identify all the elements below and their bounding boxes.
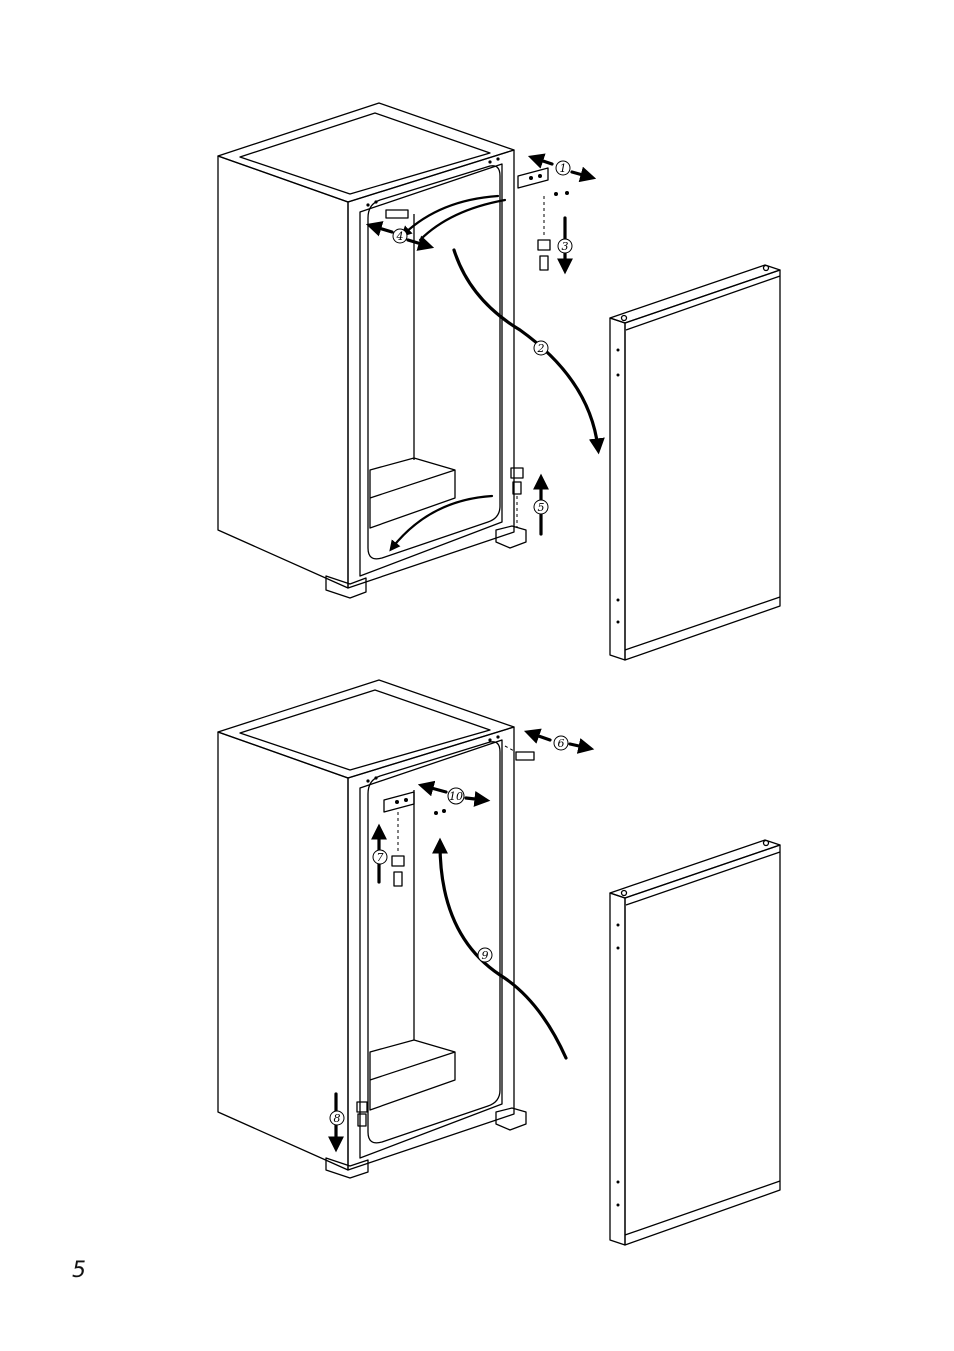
door-panel-icon-bottom — [610, 840, 780, 1245]
step-7-label: 7 — [373, 850, 387, 864]
step-5-label: 5 — [534, 500, 548, 514]
arrow-icon-step4 — [372, 196, 505, 246]
hinge-icon-top — [518, 168, 569, 270]
page-number: 5 — [72, 1258, 86, 1283]
step-10-label: 10 — [448, 788, 464, 804]
arrow-icon-move-bottom — [392, 496, 492, 548]
svg-text:2: 2 — [537, 342, 545, 355]
arrow-icon-step2 — [454, 250, 598, 448]
svg-text:1: 1 — [560, 162, 567, 175]
step-1-label: 1 — [556, 161, 570, 175]
hinge-pin-icon-top — [511, 468, 523, 528]
step-8-label: 8 — [330, 1111, 344, 1125]
step-9-label: 9 — [478, 948, 492, 962]
step-4-label: 4 — [393, 229, 407, 243]
step-3-label: 3 — [558, 239, 572, 253]
svg-text:4: 4 — [396, 230, 404, 243]
cabinet-icon-bottom — [218, 680, 526, 1178]
hinge-icon-bottom — [357, 746, 534, 1126]
step-6-label: 6 — [554, 736, 568, 750]
svg-text:8: 8 — [334, 1112, 341, 1125]
svg-text:7: 7 — [377, 851, 384, 864]
svg-text:6: 6 — [558, 737, 565, 750]
cabinet-icon-top — [218, 103, 526, 598]
step-2-label: 2 — [534, 341, 548, 355]
arrow-icon-step9 — [440, 844, 566, 1058]
door-panel-icon-top — [610, 265, 780, 660]
svg-text:5: 5 — [538, 501, 545, 514]
svg-text:10: 10 — [449, 790, 463, 803]
svg-text:3: 3 — [562, 240, 569, 253]
svg-text:9: 9 — [482, 949, 489, 962]
